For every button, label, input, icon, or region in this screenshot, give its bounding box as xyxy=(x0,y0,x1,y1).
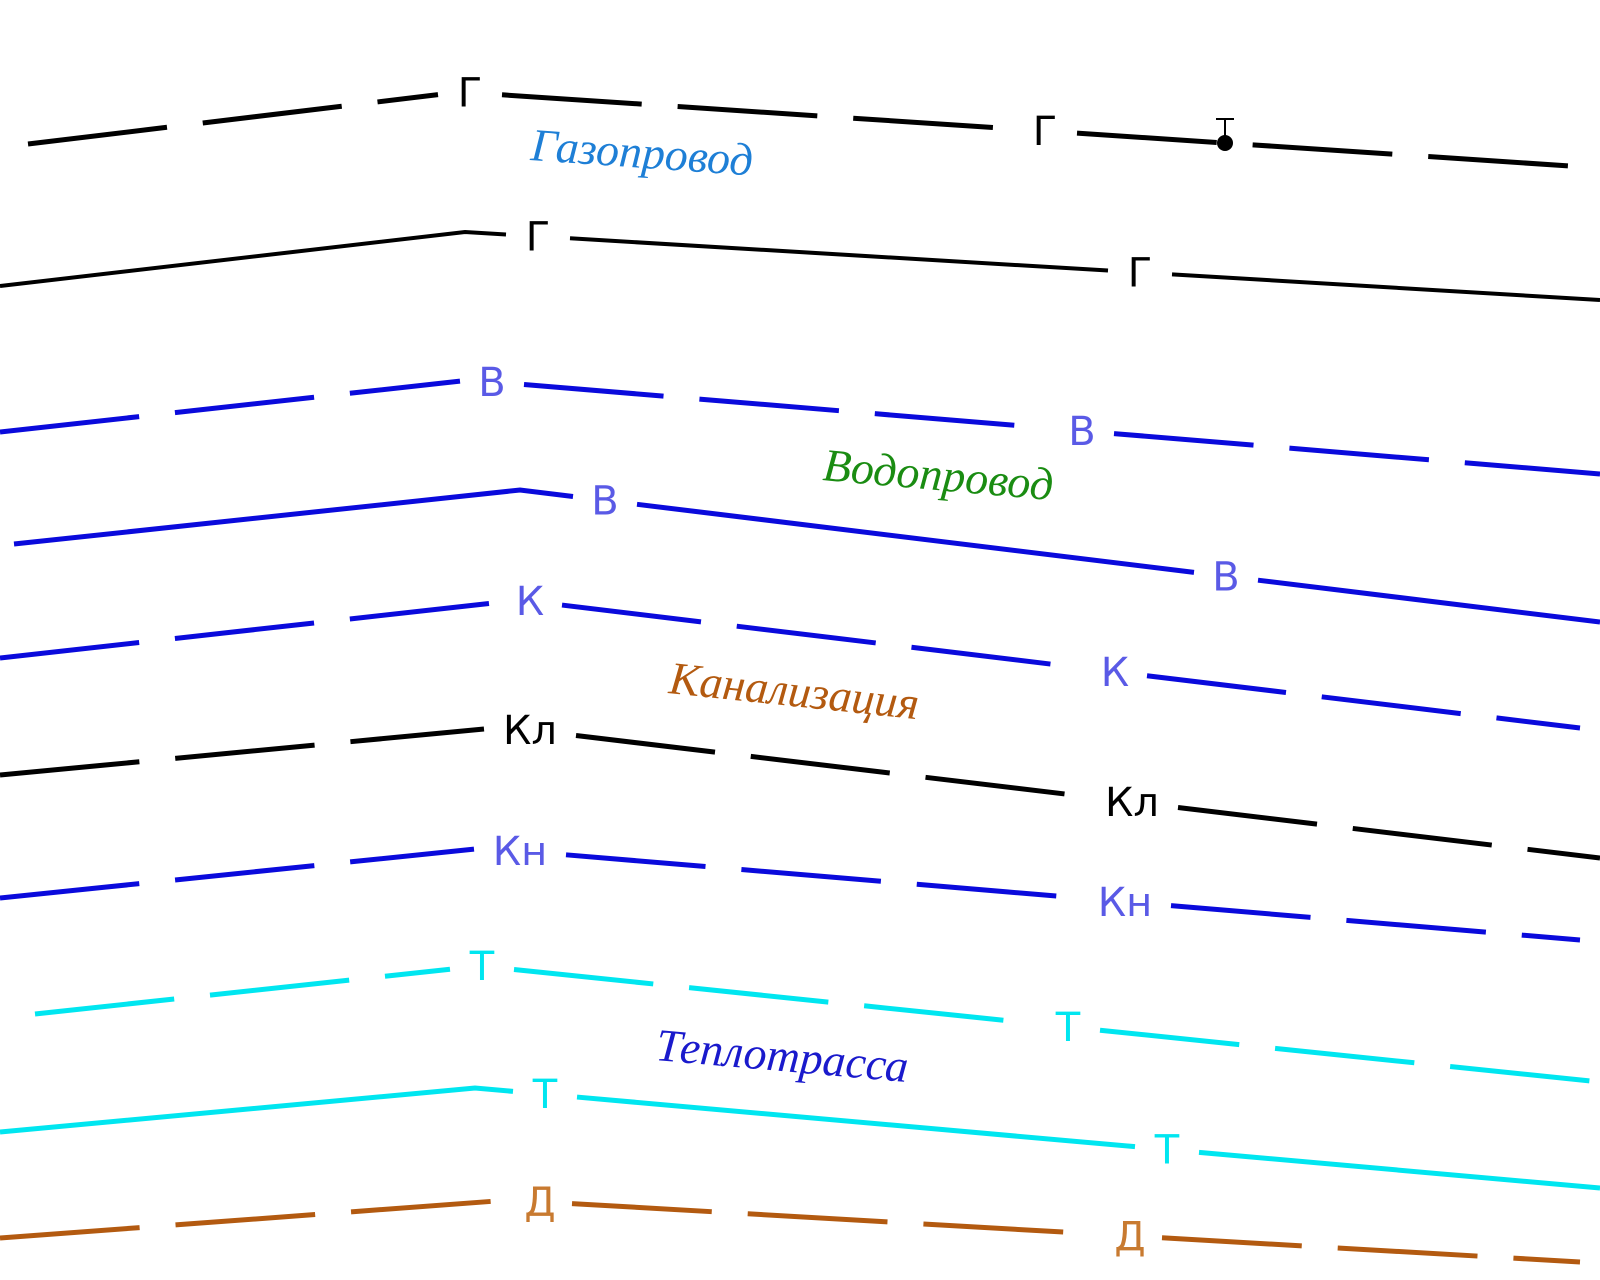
pipe-segment xyxy=(636,501,1195,575)
line-marker: В xyxy=(478,360,505,406)
pipe-segment xyxy=(13,487,574,547)
pipe-segment xyxy=(1099,1027,1600,1085)
pipe-segment xyxy=(0,846,475,901)
pipe-segment xyxy=(523,382,1051,431)
line-heat-dashed: ТТ xyxy=(34,944,1600,1085)
line-marker: В xyxy=(591,478,618,524)
pipe-segment xyxy=(576,1094,1136,1150)
line-sewer-k: КК xyxy=(0,579,1581,731)
line-marker: К xyxy=(516,579,544,625)
line-marker: Т xyxy=(1055,1005,1081,1051)
pipe-segment xyxy=(1177,805,1600,861)
line-marker: Г xyxy=(1128,250,1152,296)
line-marker: Кл xyxy=(503,708,557,754)
pipe-segment xyxy=(0,599,499,661)
line-water-dashed: ВВ xyxy=(0,360,1600,477)
pipe-segment xyxy=(1171,272,1600,302)
label-water: Водопровод xyxy=(821,439,1055,510)
label-gas: Газопровод xyxy=(528,119,754,185)
pipe-segment xyxy=(1161,1235,1581,1265)
pipe-segment xyxy=(1113,431,1600,477)
line-marker: Кн xyxy=(1098,880,1153,926)
pipe-segment xyxy=(0,229,507,288)
line-water-solid: ВВ xyxy=(13,478,1600,625)
label-heat: Теплотрасса xyxy=(654,1019,910,1092)
line-marker: Кн xyxy=(493,829,548,875)
pipe-segment xyxy=(513,967,1037,1027)
pipe-segment xyxy=(1146,673,1581,731)
line-marker: В xyxy=(1212,554,1239,600)
pipe-segment xyxy=(571,1201,1099,1237)
line-marker: В xyxy=(1068,409,1095,455)
line-gas-dashed: ГГ xyxy=(27,71,1600,171)
line-marker: Д xyxy=(524,1180,555,1226)
pipe-segment xyxy=(0,1085,514,1135)
line-marker: Г xyxy=(526,214,550,260)
pipe-segment xyxy=(561,602,1084,671)
pipe-segment xyxy=(0,726,485,778)
pipe-segment xyxy=(0,378,461,435)
line-marker: Г xyxy=(1033,109,1057,155)
pipe-segment xyxy=(27,92,439,147)
pipe-segment xyxy=(1257,577,1600,625)
valve-icon xyxy=(1216,118,1234,151)
pipe-segment xyxy=(565,852,1080,901)
pipe-segment xyxy=(1198,1149,1600,1191)
line-marker: Г xyxy=(458,71,482,117)
label-sewer: Канализация xyxy=(666,652,922,729)
pipe-segment xyxy=(575,733,1087,799)
pipe-segment xyxy=(1170,903,1581,943)
line-gas-solid: ГГ xyxy=(0,214,1600,302)
line-marker: Т xyxy=(1154,1128,1180,1174)
line-drain-dashed: ДД xyxy=(0,1180,1581,1265)
pipe-segment xyxy=(0,1197,509,1241)
line-marker: Т xyxy=(469,944,495,990)
pipe-segment xyxy=(1076,130,1600,171)
line-marker: Т xyxy=(532,1072,558,1118)
pipe-segment xyxy=(501,92,1014,132)
line-marker: Д xyxy=(1114,1214,1145,1260)
pipe-segment xyxy=(34,966,451,1017)
pipe-segment xyxy=(569,236,1109,273)
line-marker: Кл xyxy=(1105,780,1159,826)
line-marker: К xyxy=(1101,650,1129,696)
line-heat-solid: ТТ xyxy=(0,1072,1600,1191)
